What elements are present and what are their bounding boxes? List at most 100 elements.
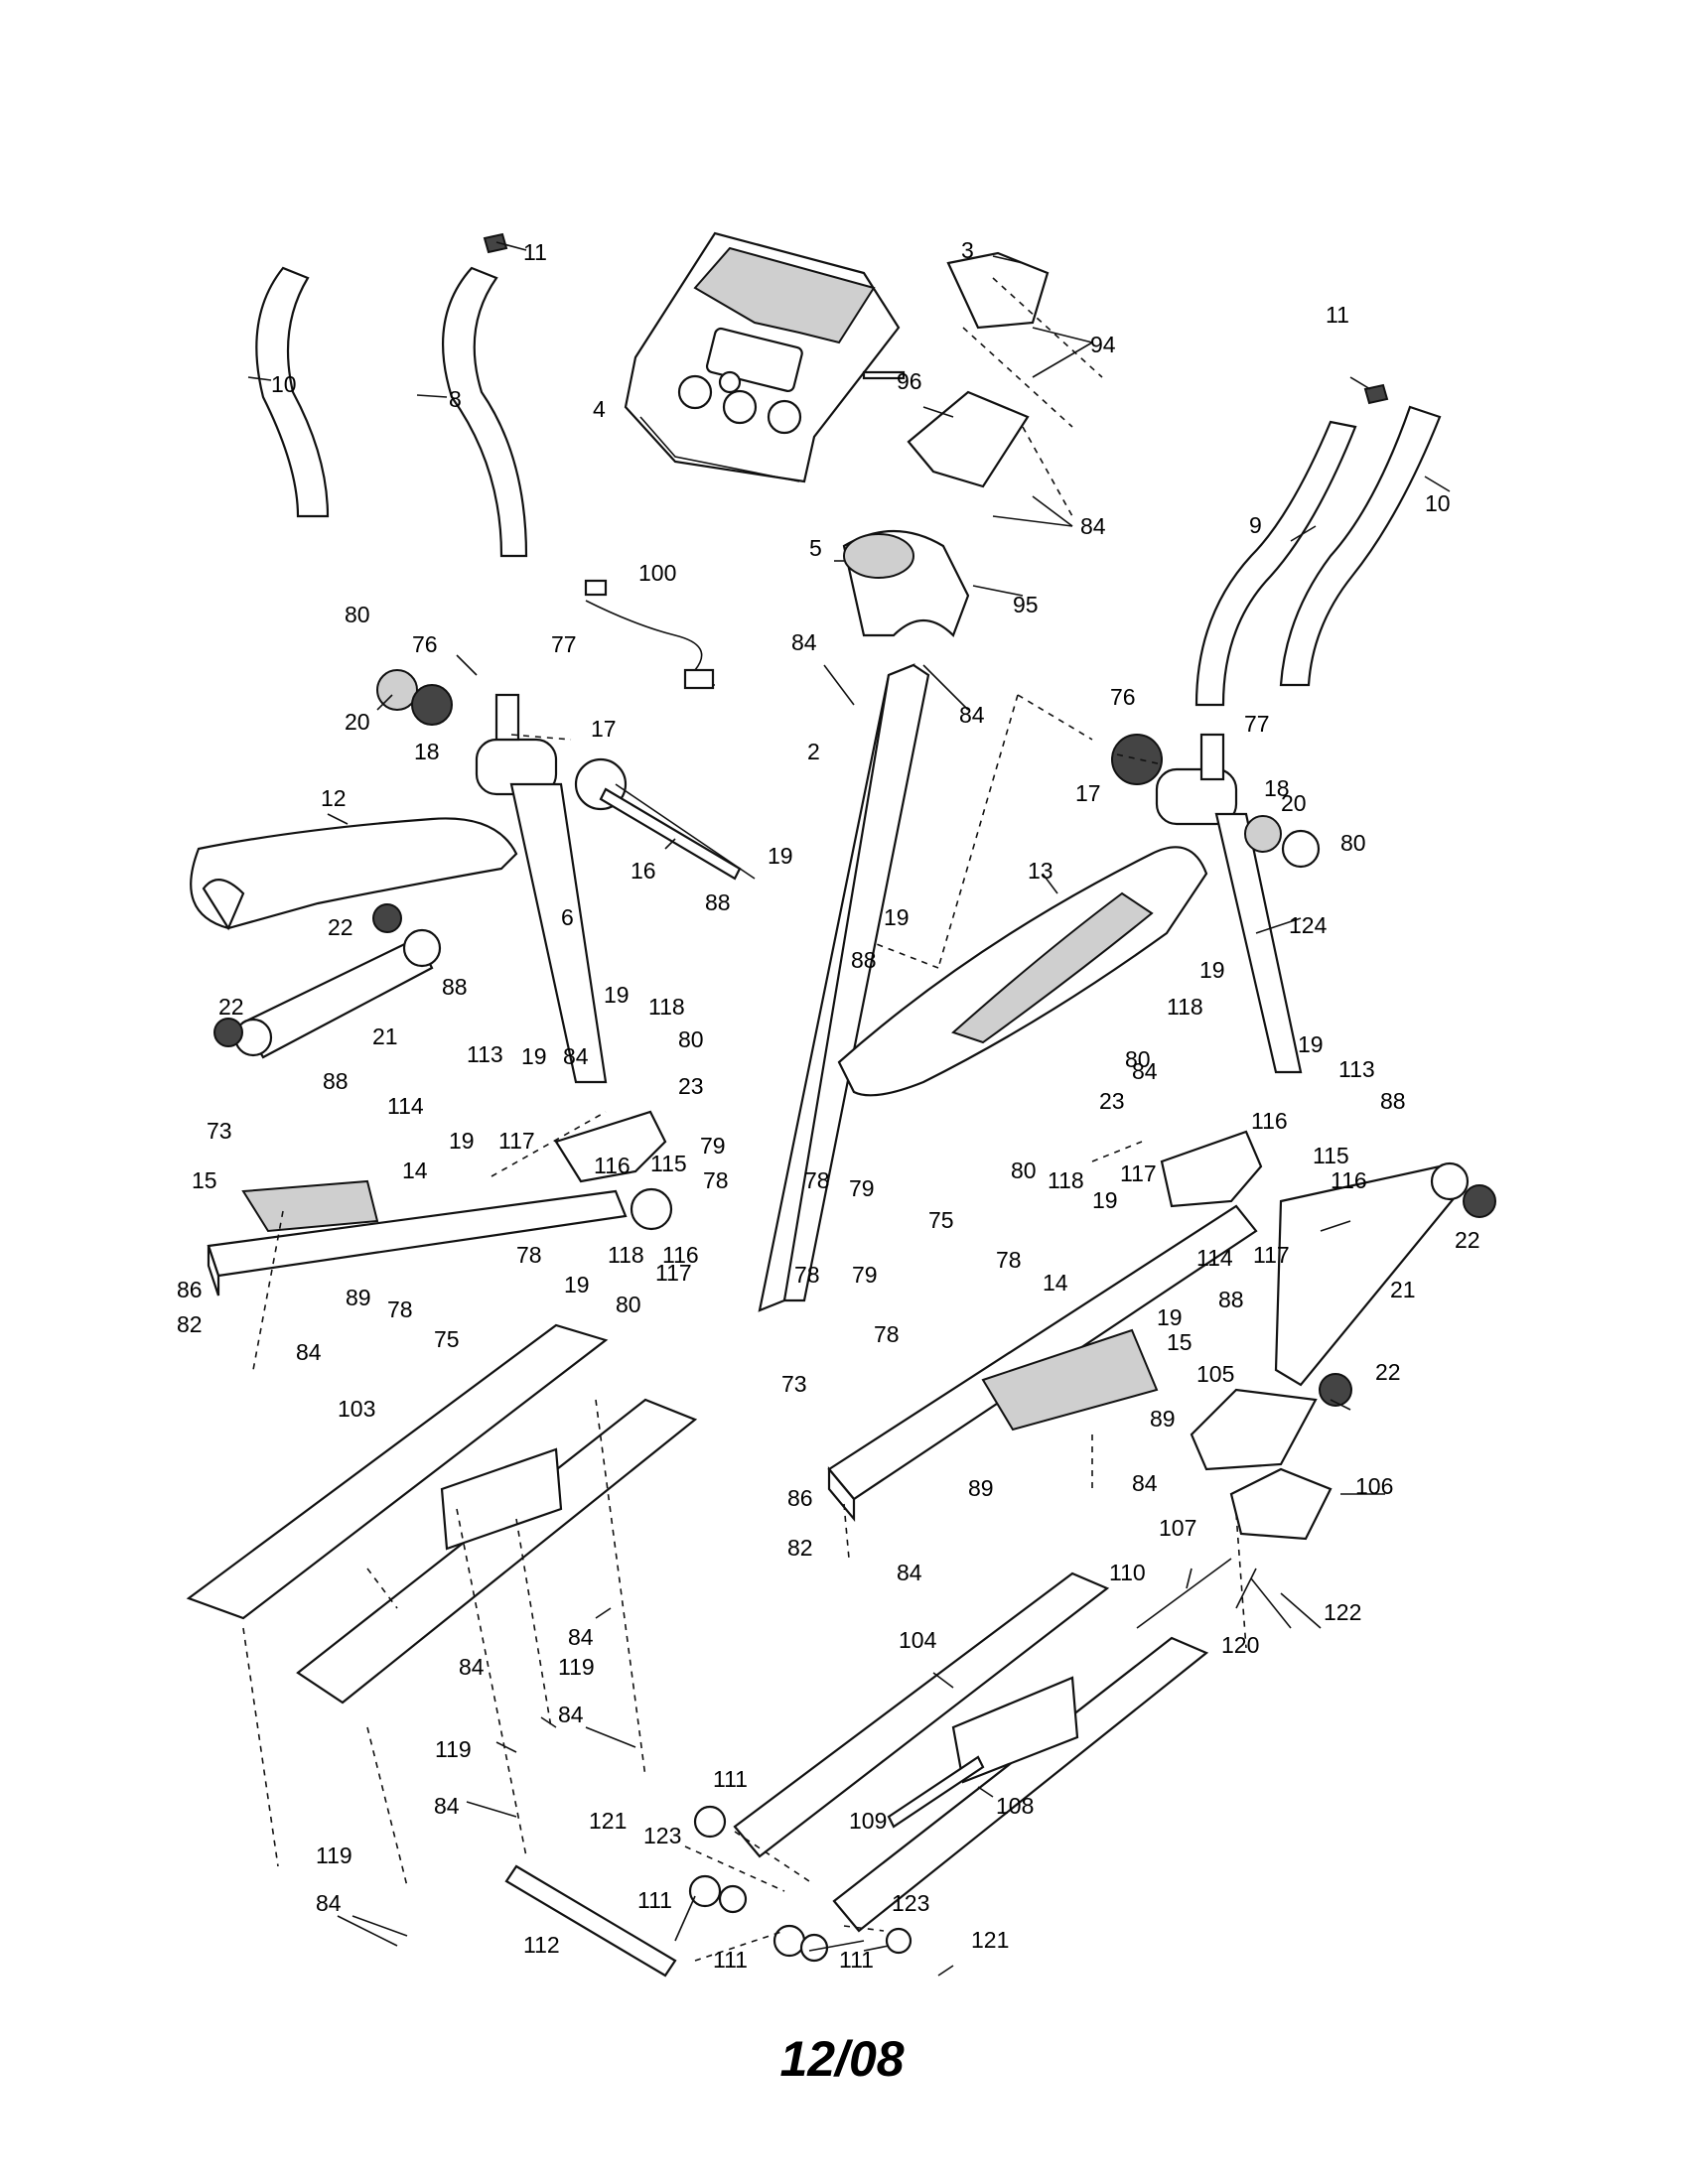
- wire-harness-100: [584, 579, 716, 690]
- callout-118: 118: [1048, 1167, 1084, 1193]
- axle-107: [1136, 1558, 1232, 1629]
- callout-115: 115: [1313, 1143, 1349, 1168]
- callout-96: 96: [897, 368, 922, 394]
- roller-112: [504, 1864, 677, 1978]
- callout-84: 84: [568, 1624, 594, 1650]
- callout-22: 22: [1455, 1227, 1480, 1253]
- callout-labels: 11 3 10 8 4 94 11 96 84 10 9 100 5 95 80…: [177, 237, 1480, 1973]
- callout-77: 77: [1244, 711, 1270, 737]
- callout-84: 84: [791, 629, 817, 655]
- callout-77: 77: [551, 631, 577, 657]
- callout-8: 8: [449, 386, 462, 412]
- axle-108-109: [887, 1755, 985, 1829]
- callout-10: 10: [1425, 490, 1451, 516]
- callout-112: 112: [523, 1932, 560, 1958]
- callout-95: 95: [1013, 592, 1039, 617]
- part-3-bracket: [946, 251, 1050, 330]
- callout-82: 82: [787, 1535, 813, 1561]
- left-handle-10: [255, 266, 330, 518]
- callout-84: 84: [459, 1654, 485, 1680]
- crank-axle-16: [599, 787, 742, 881]
- rear-cover-105: [1190, 1388, 1318, 1471]
- callout-118: 118: [1167, 994, 1203, 1020]
- callout-13: 13: [1028, 858, 1053, 884]
- callout-80: 80: [345, 602, 370, 627]
- callout-84: 84: [1132, 1058, 1158, 1084]
- right-pivot-tube: [1111, 733, 1321, 1074]
- callout-2: 2: [807, 739, 820, 764]
- callout-84: 84: [563, 1043, 589, 1069]
- wheels-111: [688, 1805, 912, 1963]
- callout-22: 22: [328, 914, 353, 940]
- right-pedal-beam-14: [827, 1204, 1258, 1523]
- callout-88: 88: [1218, 1287, 1244, 1312]
- callout-19: 19: [449, 1128, 475, 1154]
- callout-19: 19: [884, 904, 910, 930]
- callout-22: 22: [1375, 1359, 1401, 1385]
- callout-82: 82: [177, 1311, 203, 1337]
- callout-19: 19: [1092, 1187, 1118, 1213]
- callout-119: 119: [316, 1843, 352, 1868]
- callout-86: 86: [177, 1277, 203, 1302]
- callout-113: 113: [467, 1041, 503, 1067]
- callout-86: 86: [787, 1485, 813, 1511]
- callout-75: 75: [434, 1326, 460, 1352]
- callout-78: 78: [794, 1262, 820, 1288]
- callout-113: 113: [1338, 1056, 1375, 1082]
- callout-12: 12: [321, 785, 347, 811]
- callout-123: 123: [892, 1890, 929, 1916]
- callout-76: 76: [412, 631, 438, 657]
- callout-4: 4: [593, 396, 606, 422]
- callout-20: 20: [345, 709, 370, 735]
- callout-114: 114: [387, 1093, 424, 1119]
- callout-110: 110: [1109, 1560, 1146, 1585]
- callout-78: 78: [703, 1167, 729, 1193]
- callout-117: 117: [1120, 1160, 1157, 1186]
- callout-119: 119: [558, 1654, 595, 1680]
- callout-84: 84: [1132, 1470, 1158, 1496]
- callout-84: 84: [897, 1560, 922, 1585]
- callout-121: 121: [589, 1808, 627, 1834]
- callout-117: 117: [1253, 1242, 1290, 1268]
- callout-15: 15: [1167, 1329, 1193, 1355]
- console-part-4: [624, 231, 901, 483]
- callout-16: 16: [631, 858, 656, 884]
- callout-115: 115: [650, 1151, 687, 1176]
- callout-18: 18: [414, 739, 440, 764]
- callout-89: 89: [1150, 1406, 1176, 1432]
- callout-88: 88: [705, 889, 731, 915]
- callout-111: 111: [637, 1887, 672, 1913]
- callout-18: 18: [1264, 775, 1290, 801]
- callout-23: 23: [1099, 1088, 1125, 1114]
- callout-19: 19: [1157, 1304, 1183, 1330]
- left-upper-arm-8: [442, 232, 528, 558]
- callout-19: 19: [564, 1272, 590, 1297]
- callout-19: 19: [521, 1043, 547, 1069]
- assembly-dashed-lines: [242, 277, 1247, 1962]
- callout-111: 111: [839, 1947, 874, 1973]
- callout-80: 80: [678, 1026, 704, 1052]
- callout-88: 88: [323, 1068, 349, 1094]
- callout-116: 116: [1251, 1108, 1288, 1134]
- callout-14: 14: [402, 1158, 428, 1183]
- callout-10: 10: [271, 371, 297, 397]
- main-post-2: [758, 370, 930, 1312]
- callout-21: 21: [372, 1024, 398, 1049]
- callout-111: 111: [713, 1947, 748, 1973]
- callout-84: 84: [558, 1702, 584, 1727]
- callout-22: 22: [218, 994, 244, 1020]
- callout-9: 9: [1249, 512, 1262, 538]
- callout-122: 122: [1324, 1599, 1361, 1625]
- left-crank-arm-21: [213, 903, 442, 1059]
- callout-88: 88: [1380, 1088, 1406, 1114]
- callout-21: 21: [1390, 1277, 1416, 1302]
- callout-124: 124: [1289, 912, 1328, 938]
- callout-108: 108: [996, 1793, 1034, 1819]
- callout-19: 19: [768, 843, 793, 869]
- callout-73: 73: [207, 1118, 232, 1144]
- callout-105: 105: [1196, 1361, 1234, 1387]
- right-upper-arm-9: [1194, 383, 1389, 707]
- right-pedal-guide-23: [1160, 1130, 1263, 1208]
- callout-114: 114: [1196, 1245, 1233, 1271]
